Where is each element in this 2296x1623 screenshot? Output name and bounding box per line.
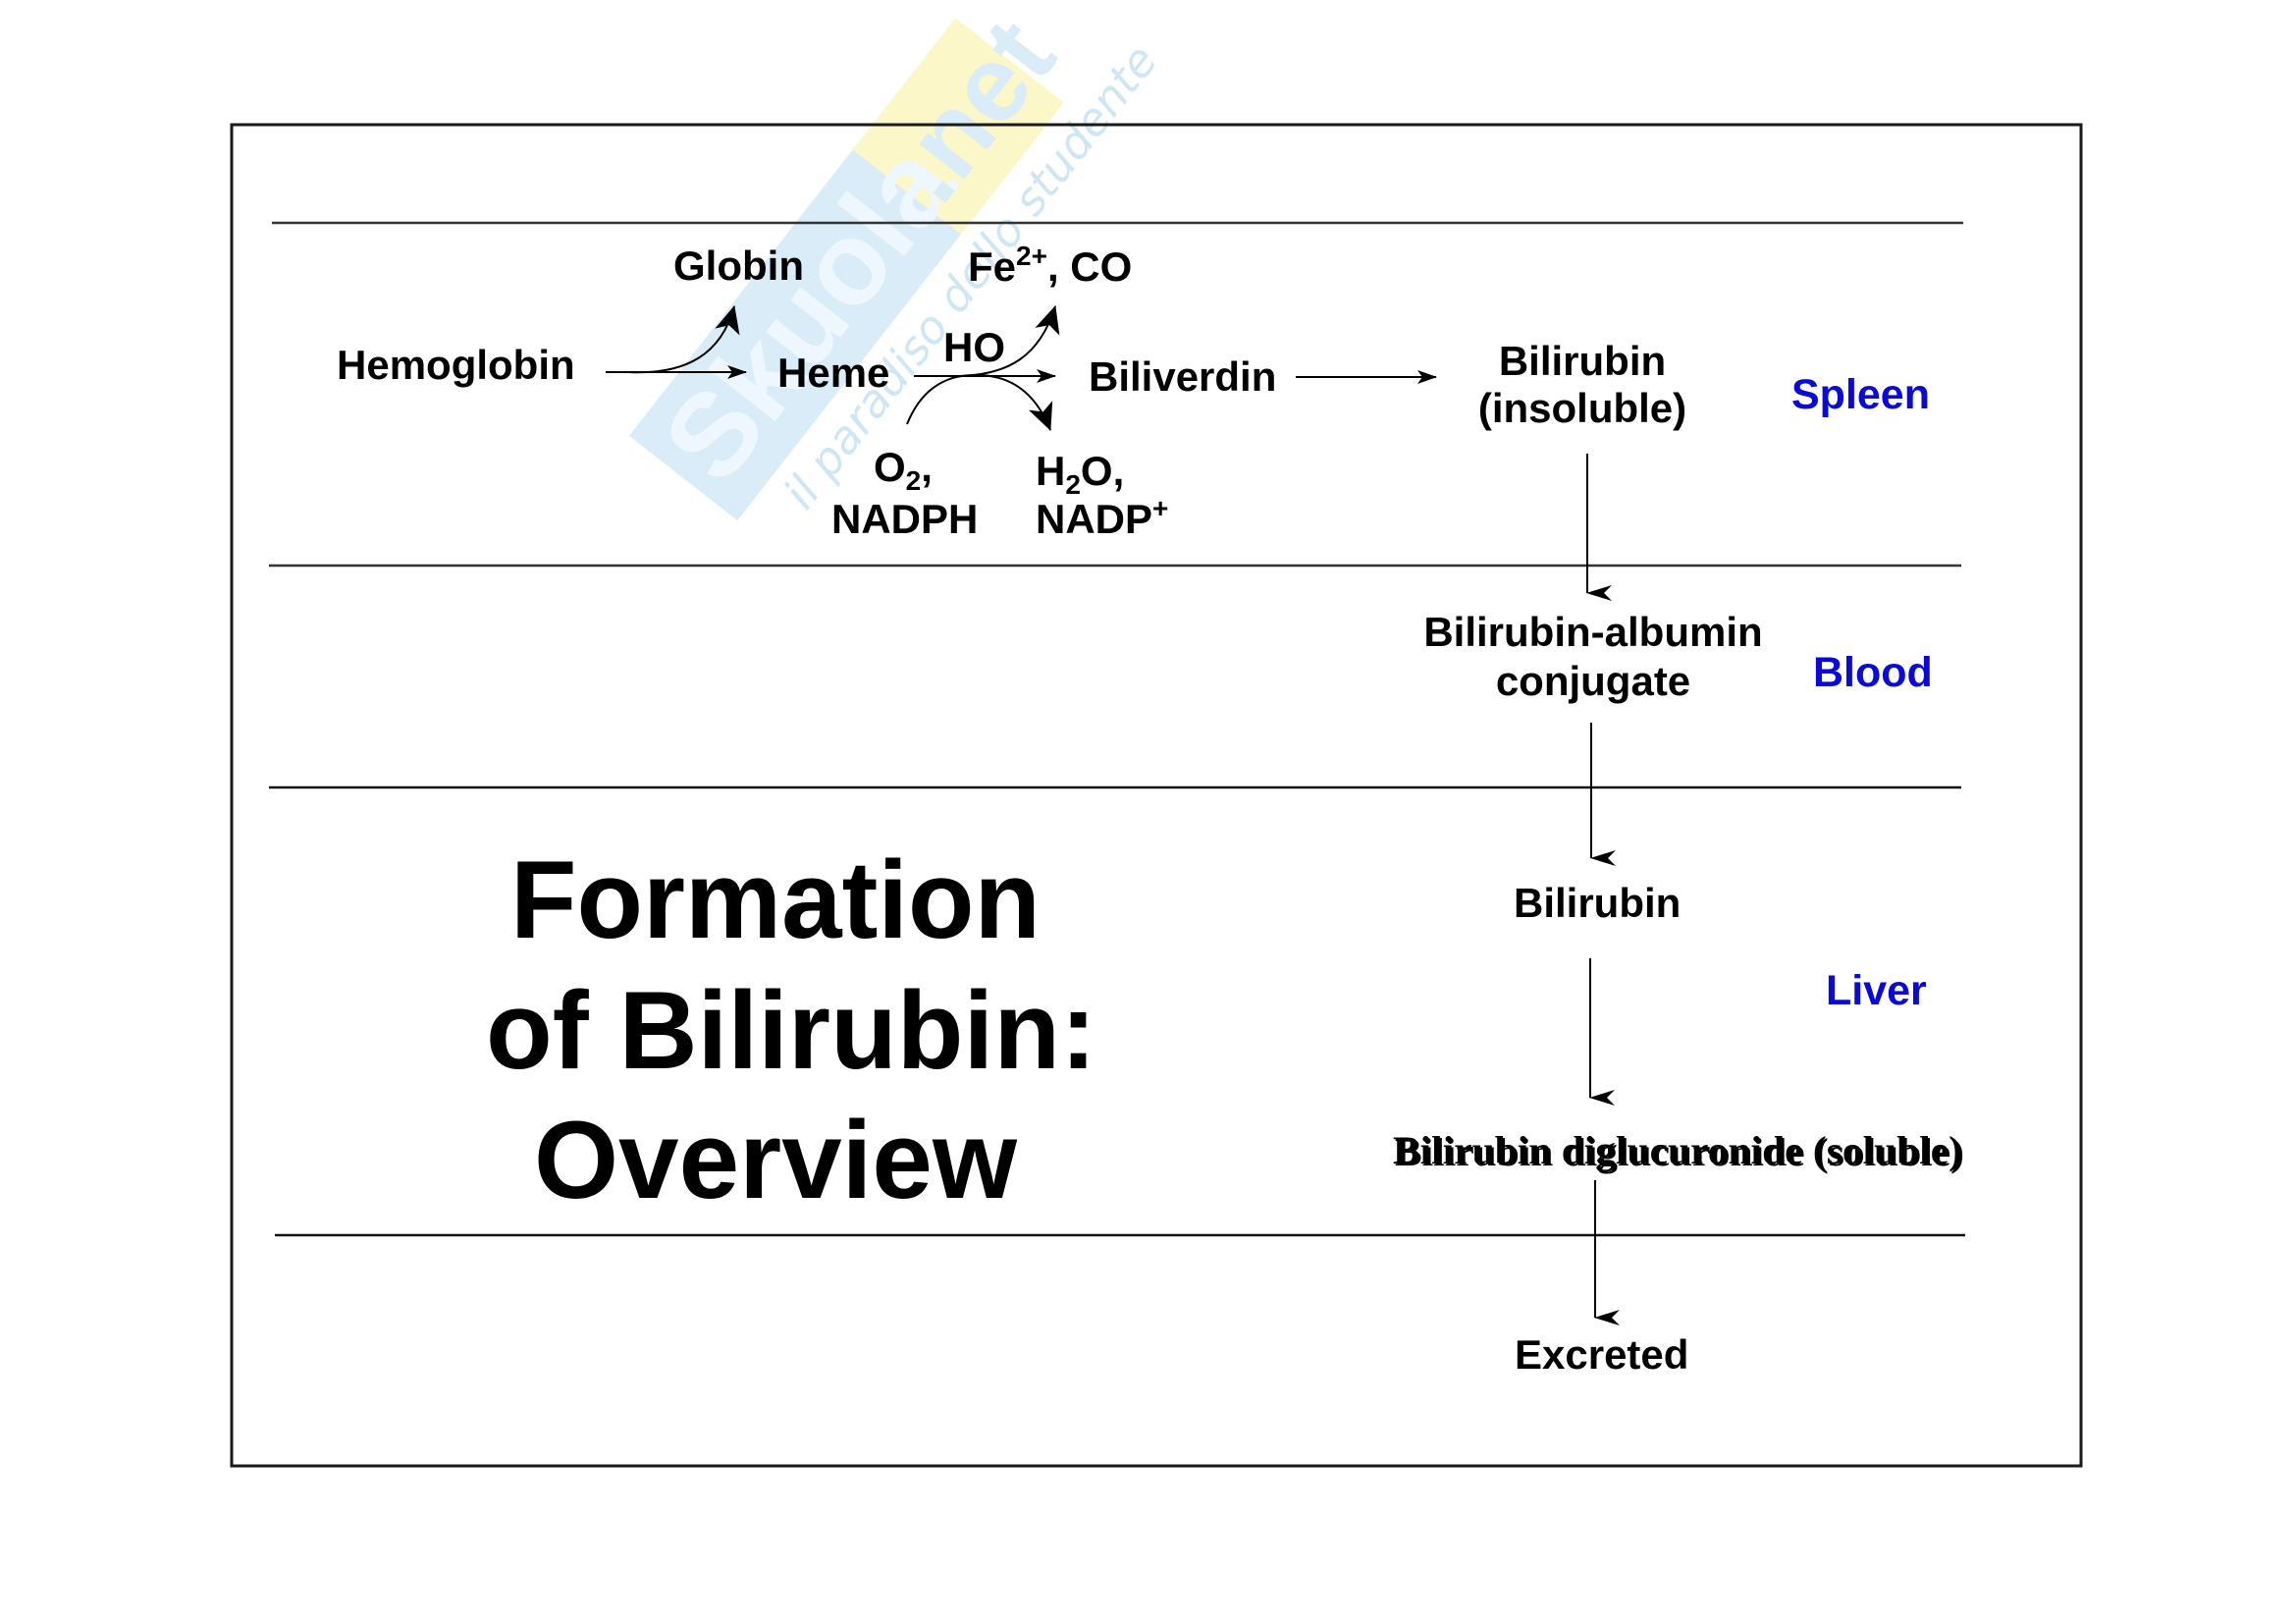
label-globin: Globin — [673, 243, 804, 289]
fe-superscript: 2+ — [1016, 241, 1047, 271]
title-line-3: Overview — [534, 1099, 1018, 1221]
label-bilirubin-insoluble-line2: (insoluble) — [1478, 385, 1686, 431]
label-hemoglobin: Hemoglobin — [337, 342, 575, 388]
o2-subscript: 2 — [906, 465, 922, 496]
region-label-spleen: Spleen — [1791, 371, 1930, 418]
label-bilirubin-diglucuronide-shadow: Bilirubin diglucuronide (soluble) — [1395, 1130, 1964, 1174]
slide-title: Formation of Bilirubin: Overview — [486, 839, 1096, 1221]
watermark-band-blue — [628, 149, 962, 521]
nadp-superscript: + — [1152, 493, 1168, 523]
label-bilirubin-albumin-line2: conjugate — [1496, 658, 1690, 704]
label-nadp: NADP+ — [1036, 493, 1168, 542]
label-bilirubin-diglucuronide: Bilirubin diglucuronide (soluble) — [1393, 1128, 1962, 1172]
h2o-subscript: 2 — [1065, 469, 1081, 500]
arrow-o2-to-h2o — [906, 373, 1053, 431]
label-bilirubin: Bilirubin — [1514, 880, 1681, 926]
slide-frame — [230, 123, 2083, 1468]
h2o-o: O, — [1081, 448, 1124, 494]
label-bilirubin-insoluble-line1: Bilirubin — [1499, 338, 1666, 384]
o2-comma: , — [921, 444, 933, 490]
nadp-base: NADP — [1036, 496, 1152, 542]
region-label-liver: Liver — [1826, 967, 1927, 1014]
label-bilirubin-diglucuronide-group: Bilirubin diglucuronide (soluble) Biliru… — [1393, 1128, 1964, 1174]
label-bilirubin-albumin-line1: Bilirubin-albumin — [1423, 609, 1762, 655]
o2-base: O — [874, 444, 906, 490]
region-label-blood: Blood — [1813, 649, 1933, 696]
label-biliverdin: Biliverdin — [1089, 353, 1276, 400]
label-fe-co: Fe2+, CO — [968, 241, 1132, 290]
fe-base: Fe — [968, 243, 1016, 290]
fe-co-rest: , CO — [1047, 243, 1132, 290]
label-heme: Heme — [777, 350, 889, 396]
label-nadph: NADPH — [831, 496, 978, 542]
arrow-to-globin — [627, 305, 740, 374]
label-excreted: Excreted — [1515, 1331, 1688, 1378]
title-line-2: of Bilirubin: — [486, 969, 1096, 1092]
label-h2o: H2O, — [1036, 448, 1124, 500]
label-enzyme-ho: HO — [943, 324, 1005, 370]
title-line-1: Formation — [510, 839, 1041, 961]
label-o2: O2, — [874, 444, 933, 496]
h2o-h: H — [1036, 448, 1065, 494]
